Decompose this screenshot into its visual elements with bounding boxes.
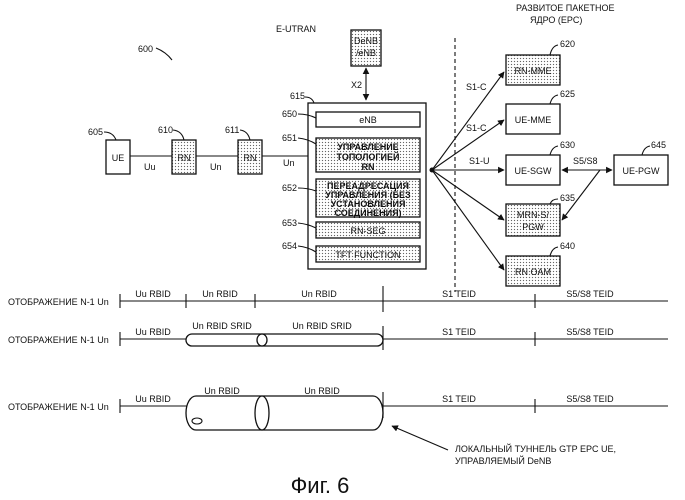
- tft-label: TFT FUNCTION: [335, 250, 400, 260]
- un-link-2-label: Un: [283, 158, 295, 168]
- ue-sgw-ref-630: 630: [560, 140, 575, 150]
- mrn-pgw-label-2: PGW: [522, 222, 544, 232]
- ue-mme-ref-625: 625: [560, 89, 575, 99]
- ue-sgw-ref-leader: [550, 146, 558, 155]
- mapping-2-seg-2: Un RBID SRID: [192, 321, 252, 331]
- redirection-ref-652: 652: [282, 183, 297, 193]
- rn-611-ref-leader: [240, 130, 250, 140]
- rn-seg-label: RN-SEG: [350, 226, 385, 236]
- uu-link-label: Uu: [144, 162, 156, 172]
- mapping-2-seg-5: S5/S8 TEID: [566, 327, 614, 337]
- rn-oam-ref-leader: [550, 247, 558, 256]
- un-link-1-label: Un: [210, 162, 222, 172]
- gtp-callout-line2: УПРАВЛЯЕМЫЙ DeNB: [455, 455, 551, 466]
- x2-label: X2: [351, 80, 362, 90]
- mapping-3-seg-5: S5/S8 TEID: [566, 394, 614, 404]
- mapping-2-label: ОТОБРАЖЕНИЕ N-1 Un: [8, 335, 109, 345]
- figure-caption: Фиг. 6: [291, 473, 350, 498]
- rn-oam-ref-640: 640: [560, 241, 575, 251]
- eutran-label: E-UTRAN: [276, 24, 316, 34]
- epc-label-line1: РАЗВИТОЕ ПАКЕТНОЕ: [516, 3, 615, 13]
- rn-oam-link: [432, 170, 504, 270]
- gtp-callout-line1: ЛОКАЛЬНЫЙ ТУННЕЛЬ GTP EPC UE,: [455, 443, 616, 454]
- mapping-3-seg-2: Un RBID: [204, 386, 240, 396]
- mapping-2-seg-1: Uu RBID: [135, 327, 171, 337]
- topology-label-2: ТОПОЛОГИЕЙ: [337, 151, 400, 162]
- redirection-label-4: СОЕДИНЕНИЯ): [334, 208, 401, 218]
- s1u-label: S1-U: [469, 156, 490, 166]
- rn-610-ref: 610: [158, 125, 173, 135]
- ue-pgw-ref-leader: [642, 146, 650, 155]
- mapping-3-seg-3: Un RBID: [304, 386, 340, 396]
- denb-enb-label-1: DeNB: [354, 36, 378, 46]
- topology-label-3: RN: [362, 162, 375, 172]
- mrn-pgw-ref-leader: [550, 199, 558, 204]
- rn-seg-ref-653: 653: [282, 218, 297, 228]
- tft-ref-654: 654: [282, 241, 297, 251]
- figure-ref-600: 600: [138, 44, 153, 54]
- mrn-pgw-link: [432, 170, 504, 220]
- mapping-1-seg-5: S5/S8 TEID: [566, 289, 614, 299]
- mapping-2-seg-4: S1 TEID: [442, 327, 476, 337]
- ue-pgw-label: UE-PGW: [623, 166, 661, 176]
- gtp-callout-arrow: [392, 426, 448, 450]
- ue-pgw-ref-645: 645: [651, 140, 666, 150]
- mapping-2-pipe-joint: [257, 334, 267, 346]
- ue-mme-label: UE-MME: [515, 115, 552, 125]
- rn-610-label: RN: [178, 153, 191, 163]
- rn-oam-label: RN OAM: [515, 267, 551, 277]
- mapping-3-tunnel-joint: [255, 396, 269, 430]
- ue-mme-ref-leader: [550, 95, 558, 104]
- mapping-1-seg-4: S1 TEID: [442, 289, 476, 299]
- rn-611-ref: 611: [225, 125, 239, 135]
- topology-ref-651: 651: [282, 133, 297, 143]
- mapping-3-label: ОТОБРАЖЕНИЕ N-1 Un: [8, 402, 109, 412]
- mapping-1-label: ОТОБРАЖЕНИЕ N-1 Un: [8, 297, 109, 307]
- enb-module-label: eNB: [359, 115, 377, 125]
- mapping-1-seg-2: Un RBID: [202, 289, 238, 299]
- mapping-3-tunnel: [186, 396, 383, 430]
- ue-ref-605: 605: [88, 127, 103, 137]
- ue-ref-leader: [104, 132, 116, 140]
- rn-mme-ref-620: 620: [560, 39, 575, 49]
- rn-mme-ref-leader: [550, 45, 558, 55]
- mapping-1-seg-3: Un RBID: [301, 289, 337, 299]
- epc-label-line2: ЯДРО (EPC): [530, 15, 582, 25]
- s1c-label-a: S1-C: [466, 82, 487, 92]
- denb-ref-615: 615: [290, 91, 305, 101]
- ue-sgw-label: UE-SGW: [515, 166, 553, 176]
- s1c-label-b: S1-C: [466, 123, 487, 133]
- ue-label: UE: [112, 153, 125, 163]
- rn-mme-label: RN-MME: [515, 66, 552, 76]
- denb-ref-leader: [305, 97, 314, 103]
- mapping-1-seg-1: Uu RBID: [135, 289, 171, 299]
- denb-enb-label-2: /eNB: [356, 48, 376, 58]
- mapping-2-seg-3: Un RBID SRID: [292, 321, 352, 331]
- figure-ref-600-leader: [156, 48, 172, 60]
- topology-label-1: УПРАВЛЕНИЕ: [337, 142, 398, 152]
- rn-610-ref-leader: [173, 130, 184, 140]
- enb-ref-650: 650: [282, 109, 297, 119]
- mapping-2-pipe: [186, 334, 383, 346]
- s5s8-label: S5/S8: [573, 156, 598, 166]
- mapping-3-seg-4: S1 TEID: [442, 394, 476, 404]
- mapping-3-seg-1: Uu RBID: [135, 394, 171, 404]
- rn-611-label: RN: [244, 153, 257, 163]
- mrn-pgw-label-1: MRN-S/: [517, 210, 549, 220]
- mrn-pgw-ref-635: 635: [560, 193, 575, 203]
